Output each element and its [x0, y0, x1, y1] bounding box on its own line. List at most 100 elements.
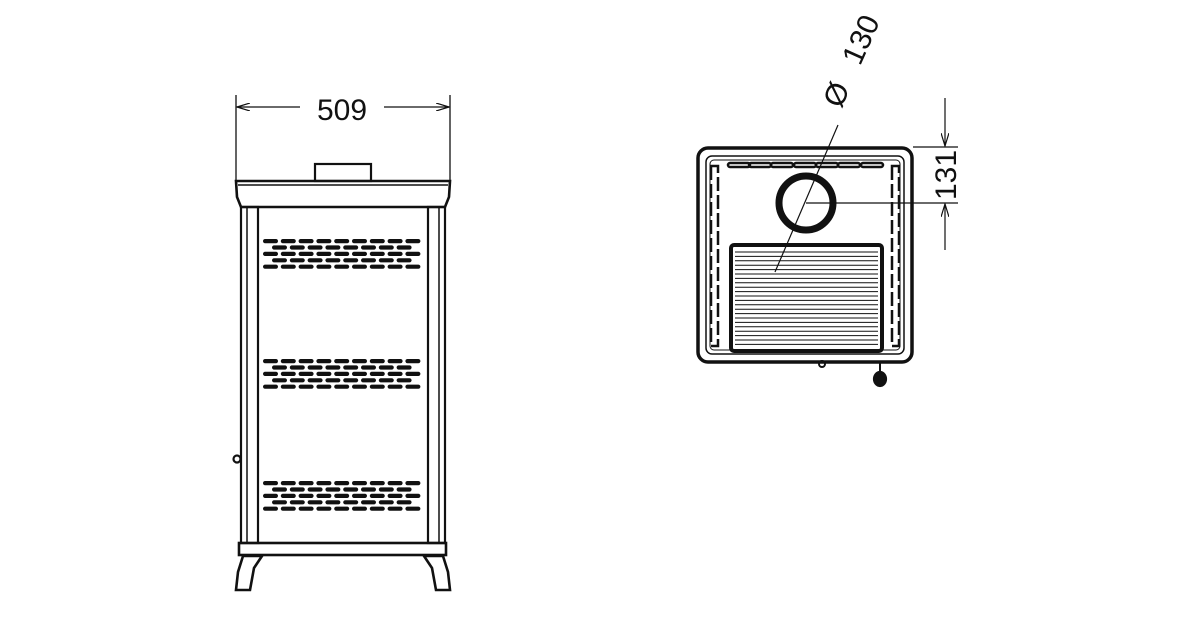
front-view: 509: [232, 94, 452, 592]
vent-slot: [352, 251, 367, 256]
vent-slot: [387, 384, 403, 389]
vent-slot: [289, 487, 305, 492]
vent-slot: [263, 384, 278, 389]
vent-slot: [325, 258, 341, 263]
vent-slot: [343, 258, 359, 263]
vent-slot: [352, 239, 367, 244]
left-leg: [234, 554, 265, 592]
vent-slot: [387, 251, 403, 256]
vent-slot: [334, 239, 350, 244]
vent-slot: [325, 487, 341, 492]
vent-slot: [298, 359, 314, 364]
vent-slot: [272, 258, 287, 263]
vent-slot: [280, 506, 296, 511]
vent-slot: [352, 384, 367, 389]
vent-slot: [396, 258, 412, 263]
vent-slot: [361, 378, 376, 383]
vent-slot: [272, 378, 287, 383]
vent-slot: [369, 251, 385, 256]
vent-slot: [334, 493, 350, 498]
vent-slot: [298, 506, 314, 511]
grate: [729, 243, 884, 353]
vent-slot: [307, 258, 323, 263]
vent-slot: [316, 239, 332, 244]
vent-slot: [263, 264, 278, 269]
vent-slot: [325, 500, 341, 505]
vent-slot: [343, 487, 359, 492]
vent-slot: [405, 384, 421, 389]
vent-slot: [263, 506, 278, 511]
vent-slot: [334, 264, 350, 269]
vent-slot: [396, 365, 412, 370]
vent-slot: [325, 365, 341, 370]
vent-slot: [263, 359, 278, 364]
vent-slot: [378, 258, 394, 263]
vent-slot: [272, 365, 287, 370]
vent-slot: [263, 493, 278, 498]
vent-slot: [378, 487, 394, 492]
vent-slot: [263, 481, 278, 486]
vent-slot: [343, 365, 359, 370]
vent-slot: [316, 481, 332, 486]
rear-slots: [726, 161, 885, 169]
vent-slot: [405, 506, 421, 511]
vent-slot: [369, 384, 385, 389]
vent-slot: [280, 359, 296, 364]
vent-slot: [316, 506, 332, 511]
vent-slot: [405, 481, 421, 486]
vent-slot: [316, 371, 332, 376]
vent-slot: [405, 264, 421, 269]
vent-slot: [405, 371, 421, 376]
vent-slot: [298, 264, 314, 269]
vent-slot: [325, 378, 341, 383]
diameter-label: 130: [836, 10, 887, 69]
vent-slot: [343, 500, 359, 505]
vent-slot: [352, 506, 367, 511]
vent-slot: [352, 493, 367, 498]
vent-slot: [272, 500, 287, 505]
vent-slot: [298, 251, 314, 256]
vent-slot: [307, 500, 323, 505]
vent-slot: [361, 245, 376, 250]
width-dimension: [235, 95, 451, 180]
vent-slot: [387, 506, 403, 511]
vent-slot: [298, 481, 314, 486]
vent-slot: [316, 493, 332, 498]
diameter-symbol: Ø: [817, 77, 857, 112]
right-leg: [421, 554, 452, 592]
vent-slot: [280, 481, 296, 486]
vent-slot: [272, 245, 287, 250]
vent-slot: [298, 493, 314, 498]
vent-slot: [334, 251, 350, 256]
vent-slot: [280, 251, 296, 256]
vent-slot: [280, 493, 296, 498]
vent-slot: [352, 359, 367, 364]
vent-slot: [405, 359, 421, 364]
vent-slot: [396, 245, 412, 250]
base-bar: [237, 541, 448, 557]
offset-dimension-label: 131: [930, 150, 963, 200]
vent-slot: [361, 487, 376, 492]
vent-slot: [369, 371, 385, 376]
vent-slots: [263, 239, 421, 511]
vent-slot: [361, 500, 376, 505]
vent-slot: [289, 245, 305, 250]
width-dimension-label: 509: [317, 94, 367, 127]
vent-slot: [263, 251, 278, 256]
top-handle: [313, 162, 373, 183]
vent-slot: [298, 384, 314, 389]
vent-slot: [396, 378, 412, 383]
offset-dimension: [806, 98, 958, 250]
vent-slot: [405, 239, 421, 244]
vent-slot: [343, 245, 359, 250]
vent-slot: [352, 264, 367, 269]
vent-slot: [316, 384, 332, 389]
vent-slot: [369, 359, 385, 364]
vent-slot: [369, 481, 385, 486]
vent-slot: [334, 384, 350, 389]
vent-slot: [378, 245, 394, 250]
vent-slot: [325, 245, 341, 250]
vent-slot: [263, 239, 278, 244]
vent-slot: [334, 506, 350, 511]
